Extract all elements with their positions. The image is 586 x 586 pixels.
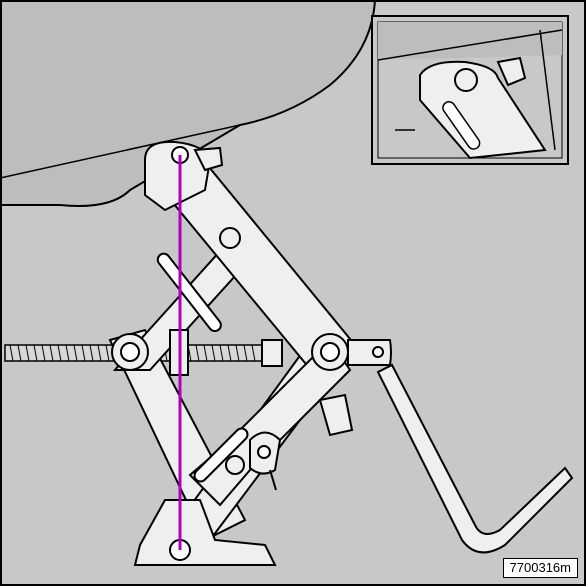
vehicle-underbody-icon (0, 0, 377, 207)
jack-handle-icon (376, 363, 574, 554)
detail-inset-icon (371, 15, 569, 165)
sill-line (0, 124, 241, 179)
scissor-jack-icon (108, 140, 392, 566)
figure-code-label: 7700316m (502, 558, 578, 578)
